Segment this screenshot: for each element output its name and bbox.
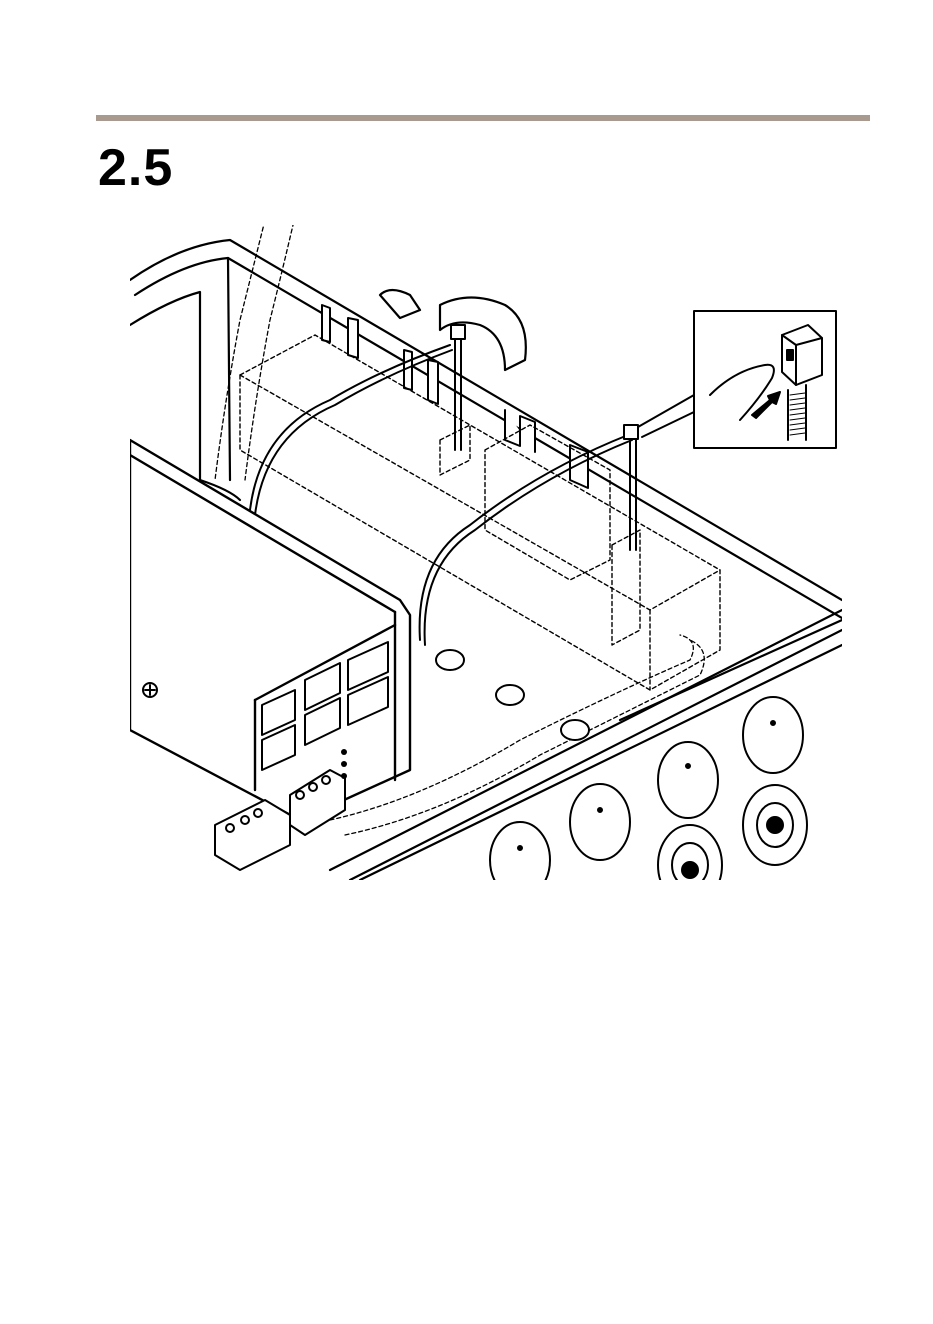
inset-detail (638, 311, 836, 448)
status-leds (341, 749, 347, 779)
module-feet (436, 650, 589, 740)
mounting-screw (143, 683, 157, 697)
